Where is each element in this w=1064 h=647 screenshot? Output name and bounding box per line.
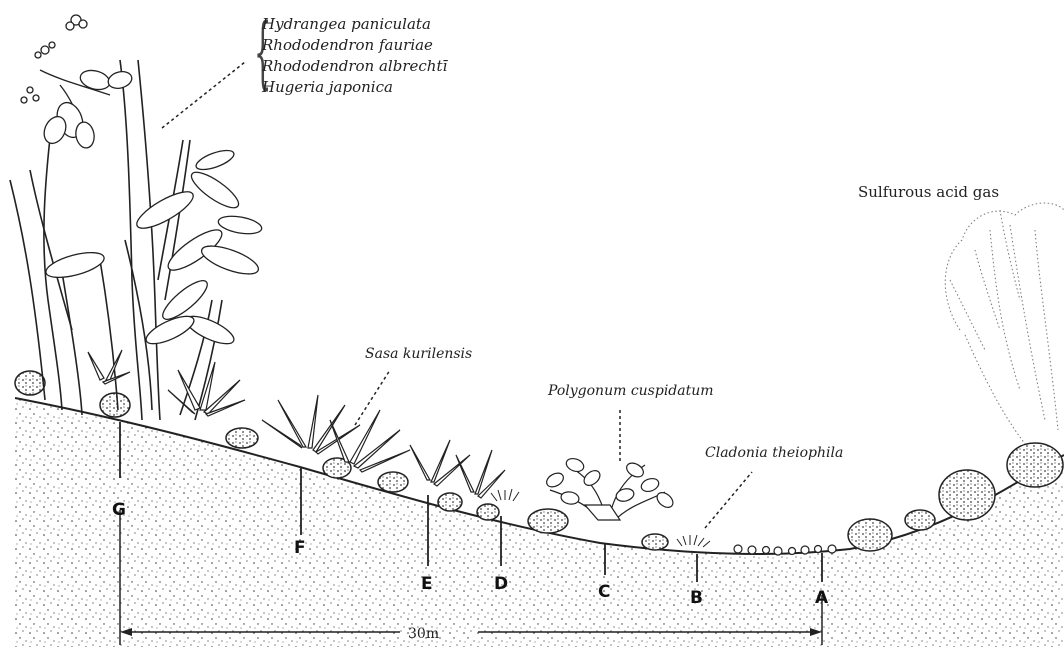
point-b-label: B bbox=[690, 588, 703, 608]
point-a-label: A bbox=[815, 588, 828, 608]
sasa-label: Sasa kurilensis bbox=[365, 346, 472, 362]
species-item: Hydrangea paniculata bbox=[262, 14, 447, 35]
polygonum-plant bbox=[544, 456, 676, 520]
species-list: Hydrangea paniculata Rhododendron fauria… bbox=[262, 14, 447, 98]
point-g-label: G bbox=[112, 500, 126, 520]
hydrangea-branch bbox=[21, 15, 134, 149]
sasa-leader-line bbox=[355, 370, 390, 425]
point-d-label: D bbox=[494, 574, 508, 594]
cladonia-leader-line bbox=[705, 472, 752, 528]
gas-label: Sulfurous acid gas bbox=[858, 183, 999, 201]
gas-plume bbox=[945, 203, 1064, 450]
polygonum-label: Polygonum cuspidatum bbox=[548, 383, 714, 399]
point-c-label: C bbox=[598, 582, 610, 602]
species-item: Rhododendron fauriae bbox=[262, 35, 447, 56]
species-item: Rhododendron albrechtī bbox=[262, 56, 447, 77]
species-item: Hugeria japonica bbox=[262, 77, 447, 98]
cladonia-label: Cladonia theiophila bbox=[705, 445, 843, 461]
species-leader-line bbox=[162, 62, 245, 128]
point-f-label: F bbox=[294, 538, 306, 558]
point-e-label: E bbox=[421, 574, 433, 594]
scale-label: 30m bbox=[408, 626, 439, 642]
